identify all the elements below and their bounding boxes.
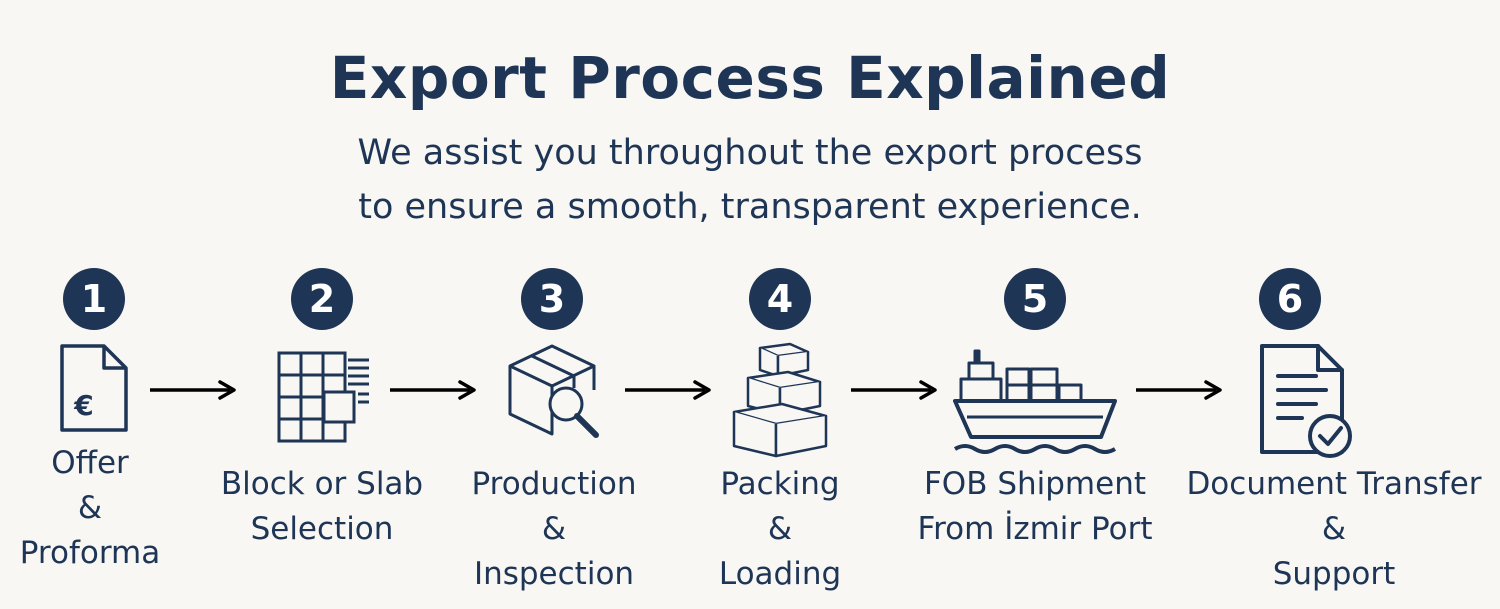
subtitle-line-2: to ensure a smooth, transparent experien… [358, 187, 1142, 227]
step-label: Offer & Proforma [19, 445, 161, 571]
step-label: Document Transfer & Support [1186, 466, 1482, 592]
step-6: 6 Document Transfer & Support [1184, 0, 1484, 609]
step-1: 1 € Offer & Proforma [0, 0, 240, 609]
step-2: 2 Block or Slab Selection [172, 0, 472, 609]
step-4: 4 Packing & Loading [630, 0, 930, 609]
page-subtitle: We assist you throughout the export proc… [0, 126, 1500, 234]
step-label: Packing & Loading [718, 466, 842, 592]
page-title: Export Process Explained [329, 44, 1171, 112]
box-inspection-icon [508, 344, 599, 438]
step-5: 5 FOB Shipment From İzmir Port [885, 0, 1185, 609]
arrow-right-icon [1136, 380, 1222, 400]
step-number-badge: 5 [1004, 268, 1066, 330]
step-number-badge: 6 [1259, 268, 1321, 330]
step-number-badge: 2 [291, 268, 353, 330]
arrow-right-icon [851, 380, 937, 400]
arrow-right-icon [150, 380, 236, 400]
step-label: Production & Inspection [471, 466, 637, 592]
slab-grid-icon [277, 351, 369, 443]
document-check-icon [1260, 344, 1352, 458]
document-euro-icon: € [60, 344, 128, 432]
subtitle-line-1: We assist you throughout the export proc… [357, 133, 1143, 173]
step-number-badge: 3 [521, 268, 583, 330]
cargo-ship-icon [953, 349, 1117, 454]
step-label: Block or Slab Selection [220, 466, 424, 547]
arrow-right-icon [625, 380, 711, 400]
step-number-badge: 1 [63, 268, 125, 330]
arrow-right-icon [390, 380, 476, 400]
step-number-badge: 4 [749, 268, 811, 330]
step-label: FOB Shipment From İzmir Port [917, 466, 1153, 547]
svg-text:€: € [73, 389, 93, 422]
stacked-boxes-icon [732, 342, 828, 458]
step-3: 3 Production & Inspection [404, 0, 704, 609]
